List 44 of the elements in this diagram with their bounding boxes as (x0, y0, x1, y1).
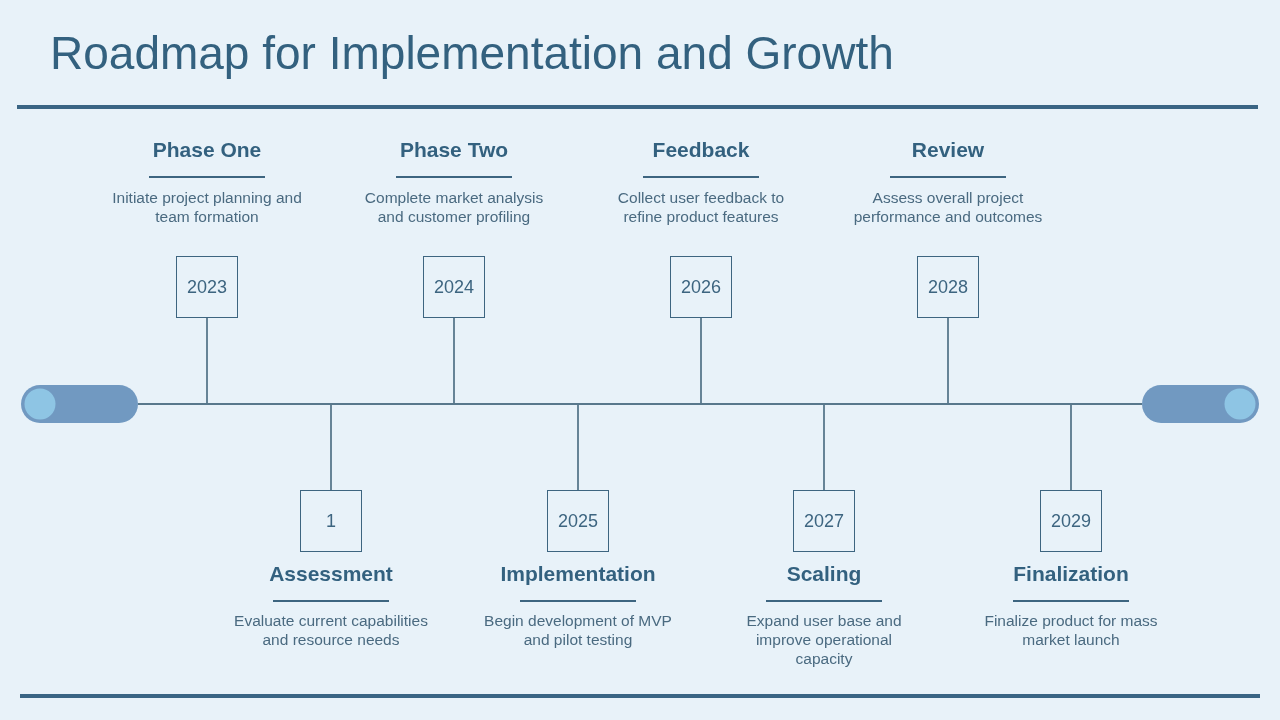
phase-description: Expand user base and improve operational capacity (745, 611, 903, 668)
year-label: 2023 (186, 276, 227, 298)
timeline-end-cap (21, 385, 138, 423)
connector-line (577, 403, 579, 491)
year-label: 2026 (680, 276, 721, 298)
phase-heading: Feedback (652, 137, 750, 163)
phase-heading: Implementation (500, 561, 656, 587)
year-box (547, 490, 609, 552)
connector-line (206, 317, 208, 405)
year-label: 2027 (803, 510, 844, 532)
phase-heading: Review (911, 137, 985, 163)
year-box (1040, 490, 1102, 552)
year-box (423, 256, 485, 318)
phase-heading: Assessment (269, 561, 393, 587)
phase-heading: Phase Two (399, 137, 509, 163)
phase-heading: Phase One (152, 137, 262, 163)
year-box (670, 256, 732, 318)
phase-description: Finalize product for mass market launch (983, 611, 1159, 649)
year-box (793, 490, 855, 552)
connector-line (700, 317, 702, 405)
phase-description: Begin development of MVP and pilot testing (483, 611, 673, 649)
timeline-end-cap (1142, 385, 1259, 423)
timeline-axis (137, 403, 1143, 405)
year-label: 2028 (927, 276, 968, 298)
year-box (917, 256, 979, 318)
phase-description: Complete market analysis and customer profiling (363, 188, 545, 226)
year-label: 2025 (557, 510, 598, 532)
connector-line (823, 403, 825, 491)
year-label: 2029 (1050, 510, 1091, 532)
phase-heading: Finalization (1013, 561, 1129, 587)
connector-line (453, 317, 455, 405)
year-label: 2024 (433, 276, 474, 298)
phase-heading: Scaling (786, 561, 862, 587)
connector-line (330, 403, 332, 491)
slide-title: Roadmap for Implementation and Growth (50, 26, 894, 80)
connector-line (1070, 403, 1072, 491)
year-box (176, 256, 238, 318)
phase-description: Assess overall project performance and outcomes (852, 188, 1044, 226)
phase-description: Evaluate current capabilities and resource needs (233, 611, 429, 649)
year-label: 1 (326, 510, 336, 532)
phase-description: Collect user feedback to refine product features (616, 188, 786, 226)
year-box (300, 490, 362, 552)
phase-description: Initiate project planning and team formation (111, 188, 303, 226)
connector-line (947, 317, 949, 405)
